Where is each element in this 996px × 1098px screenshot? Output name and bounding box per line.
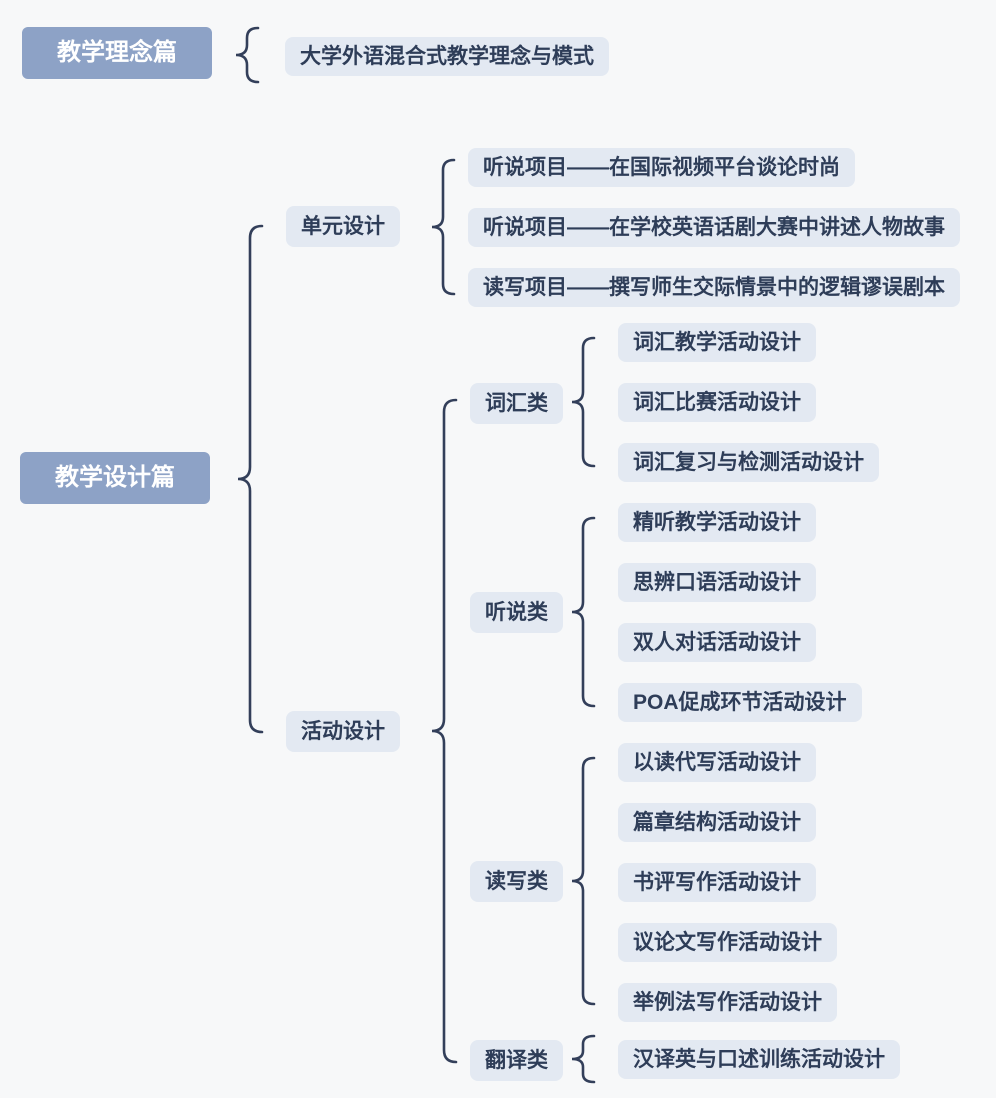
vocab-item-1: 词汇教学活动设计 [618,323,816,363]
group-label-reading: 读写类 [470,861,563,903]
root-node-concept: 教学理念篇 [22,27,212,80]
group-label-listening: 听说类 [470,592,563,634]
listening-item-2: 思辨口语活动设计 [618,563,816,603]
vocab-item-2: 词汇比赛活动设计 [618,383,816,423]
listening-item-3: 双人对话活动设计 [618,623,816,663]
brace-listening-group [571,516,596,708]
node-concept-model: 大学外语混合式教学理念与模式 [285,37,609,77]
unit-item-2: 听说项目——在学校英语话剧大赛中讲述人物故事 [468,208,960,248]
brace-activity-design [431,398,458,1064]
reading-item-2: 篇章结构活动设计 [618,803,816,843]
reading-item-1: 以读代写活动设计 [618,743,816,783]
brace-unit-design [431,158,456,296]
vocab-item-3: 词汇复习与检测活动设计 [618,443,879,483]
brace-translation-group [571,1034,596,1084]
reading-item-4: 议论文写作活动设计 [618,923,837,963]
brace-reading-group [571,756,596,1006]
unit-item-3: 读写项目——撰写师生交际情景中的逻辑谬误剧本 [468,268,960,308]
brace-vocab-group [571,336,596,468]
node-activity-design: 活动设计 [286,711,400,753]
node-unit-design: 单元设计 [286,206,400,248]
reading-item-5: 举例法写作活动设计 [618,983,837,1023]
group-label-translation: 翻译类 [470,1040,563,1082]
translation-item-1: 汉译英与口述训练活动设计 [618,1040,900,1080]
group-label-vocab: 词汇类 [470,383,563,425]
root-node-design: 教学设计篇 [20,452,210,505]
listening-item-4: POA促成环节活动设计 [618,683,862,723]
unit-item-1: 听说项目——在国际视频平台谈论时尚 [468,148,855,188]
listening-item-1: 精听教学活动设计 [618,503,816,543]
brace-concept [235,26,260,84]
reading-item-3: 书评写作活动设计 [618,863,816,903]
brace-design-root [237,224,264,734]
